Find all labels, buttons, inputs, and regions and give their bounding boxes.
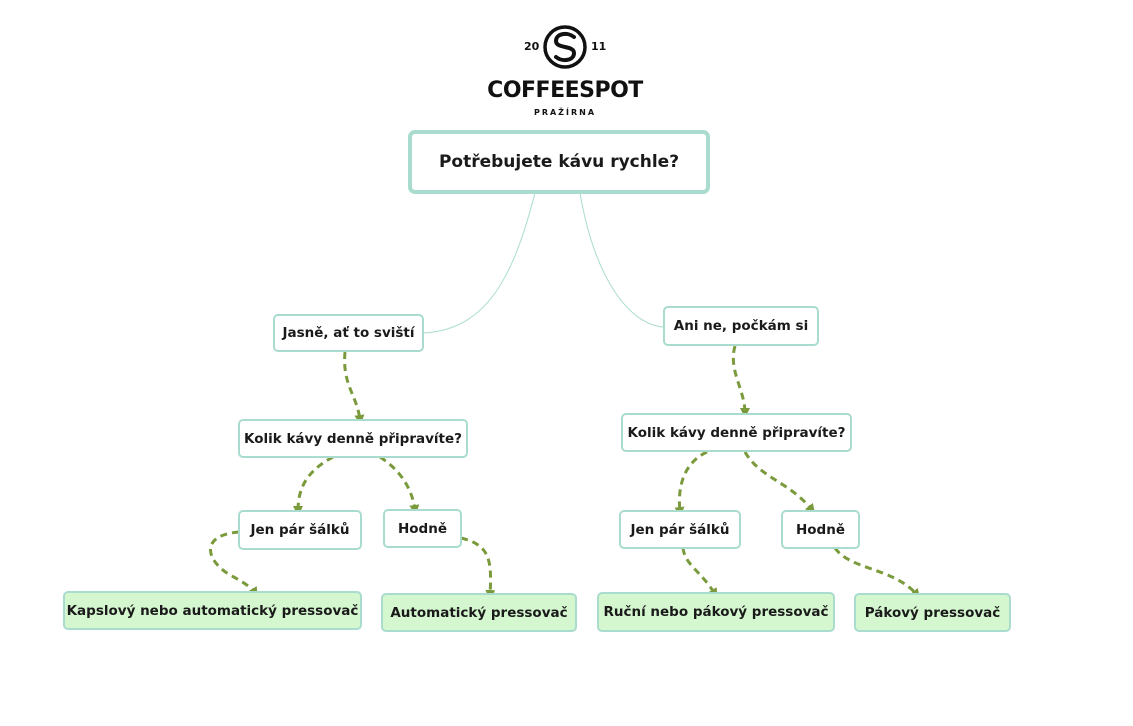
left-many-cups-node: Hodně — [383, 509, 462, 548]
arrow-right-question-to-few — [674, 450, 708, 517]
arrow-right-to-question — [731, 345, 750, 418]
arrow-left-many-to-result — [460, 536, 496, 600]
logo-year-left: 20 — [524, 40, 540, 53]
coffeespot-logo: 20 11 COFFEESPOT PRAŽÍRNA — [470, 20, 660, 120]
logo-year-right: 11 — [591, 40, 607, 53]
arrow-right-few-to-result — [681, 547, 718, 599]
connector-root-right — [579, 192, 665, 328]
left-few-result-node: Kapslový nebo automatický pressovač — [63, 591, 362, 630]
arrow-left-question-to-few — [293, 455, 334, 516]
right-few-cups-node: Jen pár šálků — [619, 510, 741, 549]
arrow-left-to-question — [343, 351, 365, 425]
right-answer-node: Ani ne, počkám si — [663, 306, 819, 346]
left-few-cups-node: Jen pár šálků — [238, 510, 362, 550]
logo-wordmark: COFFEESPOT — [487, 78, 643, 103]
right-many-cups-node: Hodně — [781, 510, 860, 549]
right-quantity-question-node: Kolik kávy denně připravíte? — [621, 413, 852, 452]
arrow-right-many-to-result — [833, 547, 921, 599]
root-question-node: Potřebujete kávu rychle? — [408, 130, 710, 194]
logo-subtitle: PRAŽÍRNA — [533, 108, 597, 117]
left-quantity-question-node: Kolik kávy denně připravíte? — [238, 419, 468, 458]
arrow-right-question-to-many — [743, 451, 816, 514]
arrow-left-question-to-many — [379, 455, 420, 515]
right-few-result-node: Ruční nebo pákový pressovač — [597, 592, 835, 632]
left-many-result-node: Automatický pressovač — [381, 593, 577, 632]
coffeespot-s-icon — [543, 25, 587, 69]
connector-root-left — [422, 192, 536, 334]
right-many-result-node: Pákový pressovač — [854, 593, 1011, 632]
left-answer-node: Jasně, ať to sviští — [273, 314, 424, 352]
